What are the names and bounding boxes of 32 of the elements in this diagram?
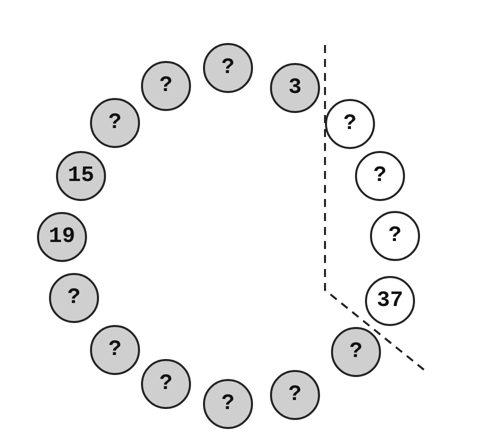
number-circle (370, 211, 420, 261)
number-text: ? (388, 225, 402, 247)
number-circle (331, 327, 381, 377)
number-circle (37, 212, 87, 262)
number-text: ? (159, 75, 173, 97)
number-text: ? (221, 393, 235, 415)
number-circle (270, 370, 320, 420)
number-text: 37 (376, 290, 404, 312)
number-text: ? (108, 112, 122, 134)
number-circle (365, 276, 415, 326)
number-text: ? (288, 384, 302, 406)
number-circle (355, 151, 405, 201)
number-text: ? (343, 113, 357, 135)
number-text: ? (349, 341, 363, 363)
number-text: ? (159, 373, 173, 395)
number-circle (141, 359, 191, 409)
number-circle (203, 379, 253, 429)
number-text: ? (108, 339, 122, 361)
number-text: ? (373, 165, 387, 187)
number-circle (49, 273, 99, 323)
number-text: ? (221, 57, 235, 79)
number-text: 3 (288, 77, 302, 99)
number-circle (56, 151, 106, 201)
number-circle (141, 61, 191, 111)
number-text: ? (67, 287, 81, 309)
number-text: 19 (48, 226, 76, 248)
number-circle (90, 325, 140, 375)
number-circle (203, 43, 253, 93)
number-circle (90, 98, 140, 148)
number-circle (325, 99, 375, 149)
number-circle (270, 63, 320, 113)
number-text: 15 (68, 165, 94, 187)
